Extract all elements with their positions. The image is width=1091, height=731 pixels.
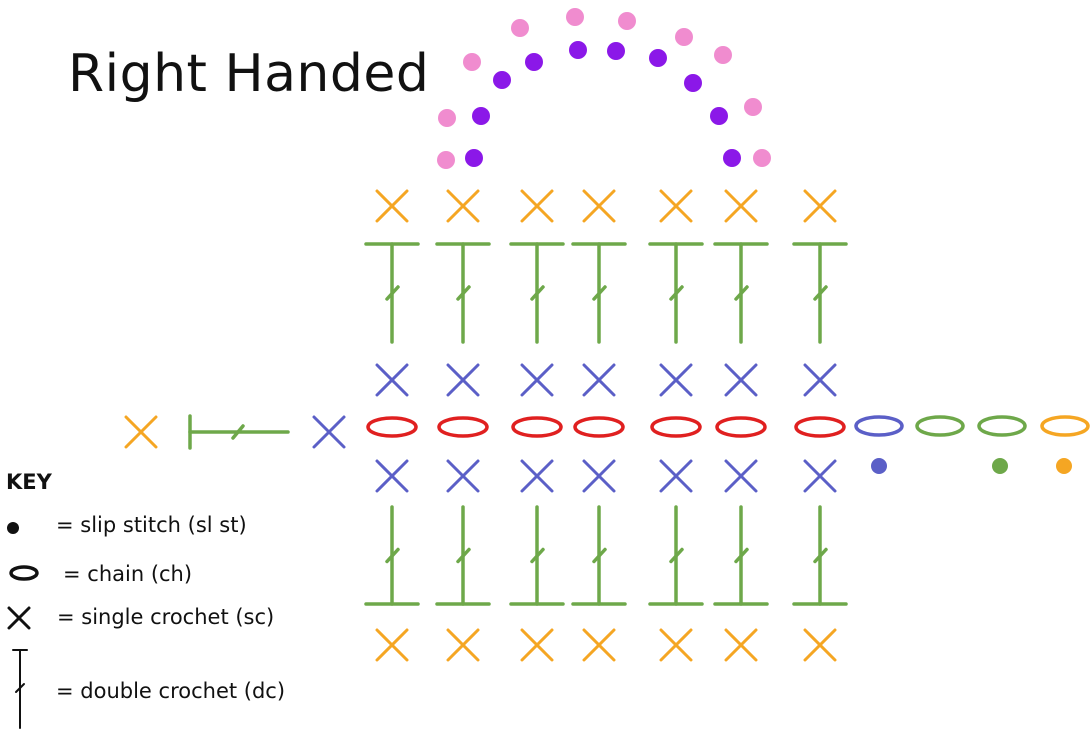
sc-bottom-inner-5 <box>659 459 693 493</box>
sc-bottom-inner-6 <box>724 459 758 493</box>
sc-bottom-outer-5 <box>659 628 693 662</box>
handle-dot-purple-5 <box>569 41 587 59</box>
handle-dot-pink-9 <box>744 98 762 116</box>
handle-dot-purple-6 <box>607 42 625 60</box>
sc-top-inner-1 <box>375 363 409 397</box>
handle-dot-pink-2 <box>438 109 456 127</box>
dc-top-2 <box>435 242 491 344</box>
chain-foundation-4 <box>573 416 625 438</box>
sc-top-outer-6 <box>724 189 758 223</box>
dc-bottom-7 <box>792 505 848 606</box>
sc-bottom-outer-3 <box>520 628 554 662</box>
sc-top-outer-7 <box>803 189 837 223</box>
chain-foundation-6 <box>715 416 767 438</box>
key-label-single-crochet: = single crochet (sc) <box>57 605 275 629</box>
dc-left-turn <box>188 414 290 450</box>
chain-foundation-3 <box>511 416 563 438</box>
sc-top-inner-7 <box>803 363 837 397</box>
sc-top-inner-6 <box>724 363 758 397</box>
handle-dot-purple-7 <box>649 49 667 67</box>
page-title: Right Handed <box>68 44 430 104</box>
sc-bottom-outer-7 <box>803 628 837 662</box>
handle-dot-pink-6 <box>618 12 636 30</box>
sc-bottom-inner-4 <box>582 459 616 493</box>
chain-foundation-5 <box>650 416 702 438</box>
dc-top-4 <box>571 242 627 344</box>
sc-bottom-outer-1 <box>375 628 409 662</box>
dc-bottom-2 <box>435 505 491 606</box>
sc-bottom-outer-2 <box>446 628 480 662</box>
sc-bottom-inner-3 <box>520 459 554 493</box>
handle-dot-pink-7 <box>675 28 693 46</box>
dc-bottom-6 <box>713 505 769 606</box>
sc-bottom-outer-4 <box>582 628 616 662</box>
chain-right-green-2 <box>977 415 1027 437</box>
slip-stitch-green <box>992 458 1008 474</box>
sc-top-inner-2 <box>446 363 480 397</box>
key-t-bar-icon <box>12 649 28 729</box>
dc-top-3 <box>509 242 565 344</box>
handle-dot-pink-3 <box>463 53 481 71</box>
key-dot-icon <box>7 522 19 534</box>
handle-dot-purple-10 <box>723 149 741 167</box>
sc-top-outer-3 <box>520 189 554 223</box>
chain-right-orange <box>1040 415 1090 437</box>
key-oval-icon <box>9 565 39 581</box>
handle-dot-pink-4 <box>511 19 529 37</box>
key-label-double-crochet: = double crochet (dc) <box>56 679 286 703</box>
handle-dot-purple-4 <box>525 53 543 71</box>
dc-top-6 <box>713 242 769 344</box>
handle-dot-purple-2 <box>472 107 490 125</box>
sc-top-outer-1 <box>375 189 409 223</box>
handle-dot-purple-1 <box>465 149 483 167</box>
handle-dot-pink-8 <box>714 46 732 64</box>
slip-stitch-blue <box>871 458 887 474</box>
key-label-slip-stitch: = slip stitch (sl st) <box>56 513 247 537</box>
sc-top-outer-4 <box>582 189 616 223</box>
dc-top-5 <box>648 242 704 344</box>
sc-left-chain <box>312 415 346 449</box>
sc-bottom-inner-7 <box>803 459 837 493</box>
key-heading: KEY <box>6 470 52 494</box>
handle-dot-pink-10 <box>753 149 771 167</box>
dc-bottom-3 <box>509 505 565 606</box>
sc-bottom-inner-2 <box>446 459 480 493</box>
key-x-icon <box>7 606 31 630</box>
sc-bottom-inner-1 <box>375 459 409 493</box>
chain-right-green-1 <box>915 415 965 437</box>
handle-dot-pink-5 <box>566 8 584 26</box>
dc-top-7 <box>792 242 848 344</box>
dc-bottom-1 <box>364 505 420 606</box>
chain-foundation-2 <box>437 416 489 438</box>
sc-top-inner-5 <box>659 363 693 397</box>
sc-top-inner-4 <box>582 363 616 397</box>
handle-dot-purple-3 <box>493 71 511 89</box>
slip-stitch-orange <box>1056 458 1072 474</box>
handle-dot-purple-8 <box>684 74 702 92</box>
dc-top-1 <box>364 242 420 344</box>
sc-top-inner-3 <box>520 363 554 397</box>
sc-top-outer-2 <box>446 189 480 223</box>
key-label-chain: = chain (ch) <box>63 562 193 586</box>
handle-dot-pink-1 <box>437 151 455 169</box>
sc-bottom-outer-6 <box>724 628 758 662</box>
sc-left-turn <box>124 415 158 449</box>
chain-right-blue <box>854 415 904 437</box>
dc-bottom-5 <box>648 505 704 606</box>
handle-dot-purple-9 <box>710 107 728 125</box>
sc-top-outer-5 <box>659 189 693 223</box>
chain-foundation-1 <box>366 416 418 438</box>
dc-bottom-4 <box>571 505 627 606</box>
chain-foundation-7 <box>794 416 846 438</box>
